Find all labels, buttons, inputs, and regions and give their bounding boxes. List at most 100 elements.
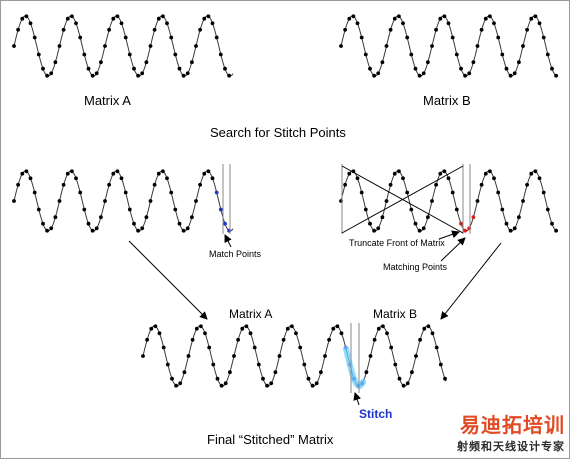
matrix-a-search-wave-point <box>206 169 211 174</box>
stitched-wave-point <box>438 362 443 367</box>
stitched-wave-point <box>174 383 179 388</box>
matrix-a-top-wave-point <box>185 71 190 76</box>
matrix-a-search-wave-point <box>132 221 136 226</box>
matrix-a-top-wave-point <box>49 71 54 76</box>
matrix-b-search-wave-point <box>409 207 414 212</box>
matrix-b-top-wave-point <box>550 66 554 71</box>
stitched-wave-point <box>244 324 249 329</box>
arrow-a-to-final <box>128 240 208 320</box>
stitched-wave-point <box>401 383 406 388</box>
stitched-wave-point <box>211 362 216 367</box>
matrix-a-search-wave-point <box>214 190 219 195</box>
matrix-b-search-wave-point <box>463 228 467 233</box>
matrix-b-search-wave-point <box>525 182 529 187</box>
stitched-wave-point <box>215 376 220 381</box>
matrix-b-search-wave-point <box>368 221 372 226</box>
stitched-wave-point <box>265 383 269 388</box>
matrix-a-search-wave-point <box>36 207 41 212</box>
matrix-a-top-wave-point <box>194 44 198 48</box>
matrix-a-bottom-label: Matrix A <box>229 307 273 321</box>
stitched-wave-point <box>141 354 145 358</box>
stitch-label: Stitch <box>359 407 393 421</box>
matrix-a-top-wave-point <box>127 52 132 57</box>
matrix-a-search-wave-point <box>65 171 70 176</box>
matrix-b-top-wave-point <box>347 16 352 21</box>
matrix-a-search-wave-point <box>161 169 165 174</box>
matrix-b-top-wave-point <box>463 73 467 78</box>
stitched-wave-point <box>298 345 303 350</box>
matrix-a-search-wave-line <box>13 170 234 232</box>
matrix-a-top-wave-point <box>53 60 58 65</box>
matrix-b-top-wave-point <box>533 14 538 19</box>
matrix-a-top-wave-point <box>148 44 153 48</box>
matrix-a-top-wave-point <box>61 27 66 32</box>
stitched-wave-point <box>290 324 294 329</box>
matrix-b-top-wave-point <box>388 27 393 32</box>
matrix-b-search-wave-point <box>512 226 517 231</box>
matrix-b-search-wave-point <box>454 207 459 212</box>
stitched-wave-point <box>364 370 369 375</box>
matrix-b-search-wave-point <box>554 228 558 233</box>
matrix-a-search-wave-point <box>223 221 227 226</box>
matrix-b-top-wave-point <box>525 27 529 32</box>
matrix-a-search-wave-point <box>185 226 190 231</box>
stitched-wave-point <box>430 331 435 336</box>
stitched-wave-point <box>410 370 414 375</box>
stitched-wave-point <box>319 370 323 375</box>
matrix-b-top-wave-point <box>426 60 430 65</box>
matrix-a-search-wave-point <box>156 171 161 176</box>
matrix-b-top-wave-point <box>459 66 463 71</box>
matrix-b-search-wave-point <box>467 226 472 231</box>
stitched-wave-point <box>165 362 170 367</box>
matrix-b-search-wave-point <box>508 228 513 233</box>
stitched-wave-point <box>294 331 298 336</box>
matrix-b-top-wave-point <box>413 66 418 71</box>
matrix-a-top-wave-point <box>136 73 141 78</box>
matrix-a-search-wave-point <box>24 169 29 174</box>
stitched-wave-point <box>405 381 410 386</box>
matrix-a-top-wave-point <box>223 66 227 71</box>
matrix-b-search-wave-point <box>496 190 501 195</box>
matrix-b-search-wave-point <box>438 171 443 176</box>
matrix-a-search-wave-point <box>41 221 45 226</box>
matrix-a-search-wave-point <box>144 215 149 220</box>
matrix-a-search-wave-point <box>136 228 141 233</box>
matrix-a-search-wave-point <box>53 215 58 220</box>
matrix-b-search-wave-point <box>504 221 509 226</box>
matrix-b-top-wave-point <box>438 16 443 21</box>
matrix-a-top-wave-point <box>65 16 70 21</box>
matrix-a-top-wave-point <box>190 60 194 65</box>
stitched-wave-point <box>285 326 290 331</box>
matrix-a-top-wave-point <box>36 52 41 57</box>
matrix-b-top-wave-point <box>351 14 356 19</box>
matrix-b-search-wave-point <box>376 226 381 231</box>
matrix-b-top-wave-point <box>401 21 405 26</box>
matrix-a-top-wave-point <box>57 44 62 48</box>
arrow-b-to-final <box>440 242 502 320</box>
matrix-b-top-wave-point <box>488 14 492 19</box>
matrix-a-search-wave-point <box>119 176 124 181</box>
matrix-a-top-wave-point <box>103 44 107 48</box>
matrix-b-search-wave-point <box>500 207 505 212</box>
matrix-a-top-wave-point <box>20 16 25 21</box>
matrix-b-top-wave-point <box>537 21 542 26</box>
matrix-a-top-wave-point <box>41 66 45 71</box>
matrix-b-top-wave-point <box>405 35 410 40</box>
stitched-wave-point <box>426 324 431 329</box>
matrix-a-search-wave-point <box>99 215 103 220</box>
stitched-wave-point <box>443 376 447 381</box>
matrix-a-search-wave-point <box>78 190 83 195</box>
matrix-a-top-wave-point <box>144 60 149 65</box>
matrix-a-top-wave-point <box>99 60 103 65</box>
arrow-match-points <box>224 234 232 248</box>
stitched-wave-point <box>314 381 319 386</box>
matrix-a-search-wave-point <box>57 199 62 203</box>
matrix-b-top-wave-point <box>409 52 414 57</box>
matrix-b-top-wave-point <box>363 52 368 57</box>
matrix-a-search-wave-point <box>94 226 99 231</box>
matrix-a-search-wave-point <box>169 190 174 195</box>
matrix-b-search-wave-point <box>517 215 521 220</box>
matrix-a-search-wave-point <box>32 190 37 195</box>
matrix-b-search-wave-point <box>450 190 455 195</box>
